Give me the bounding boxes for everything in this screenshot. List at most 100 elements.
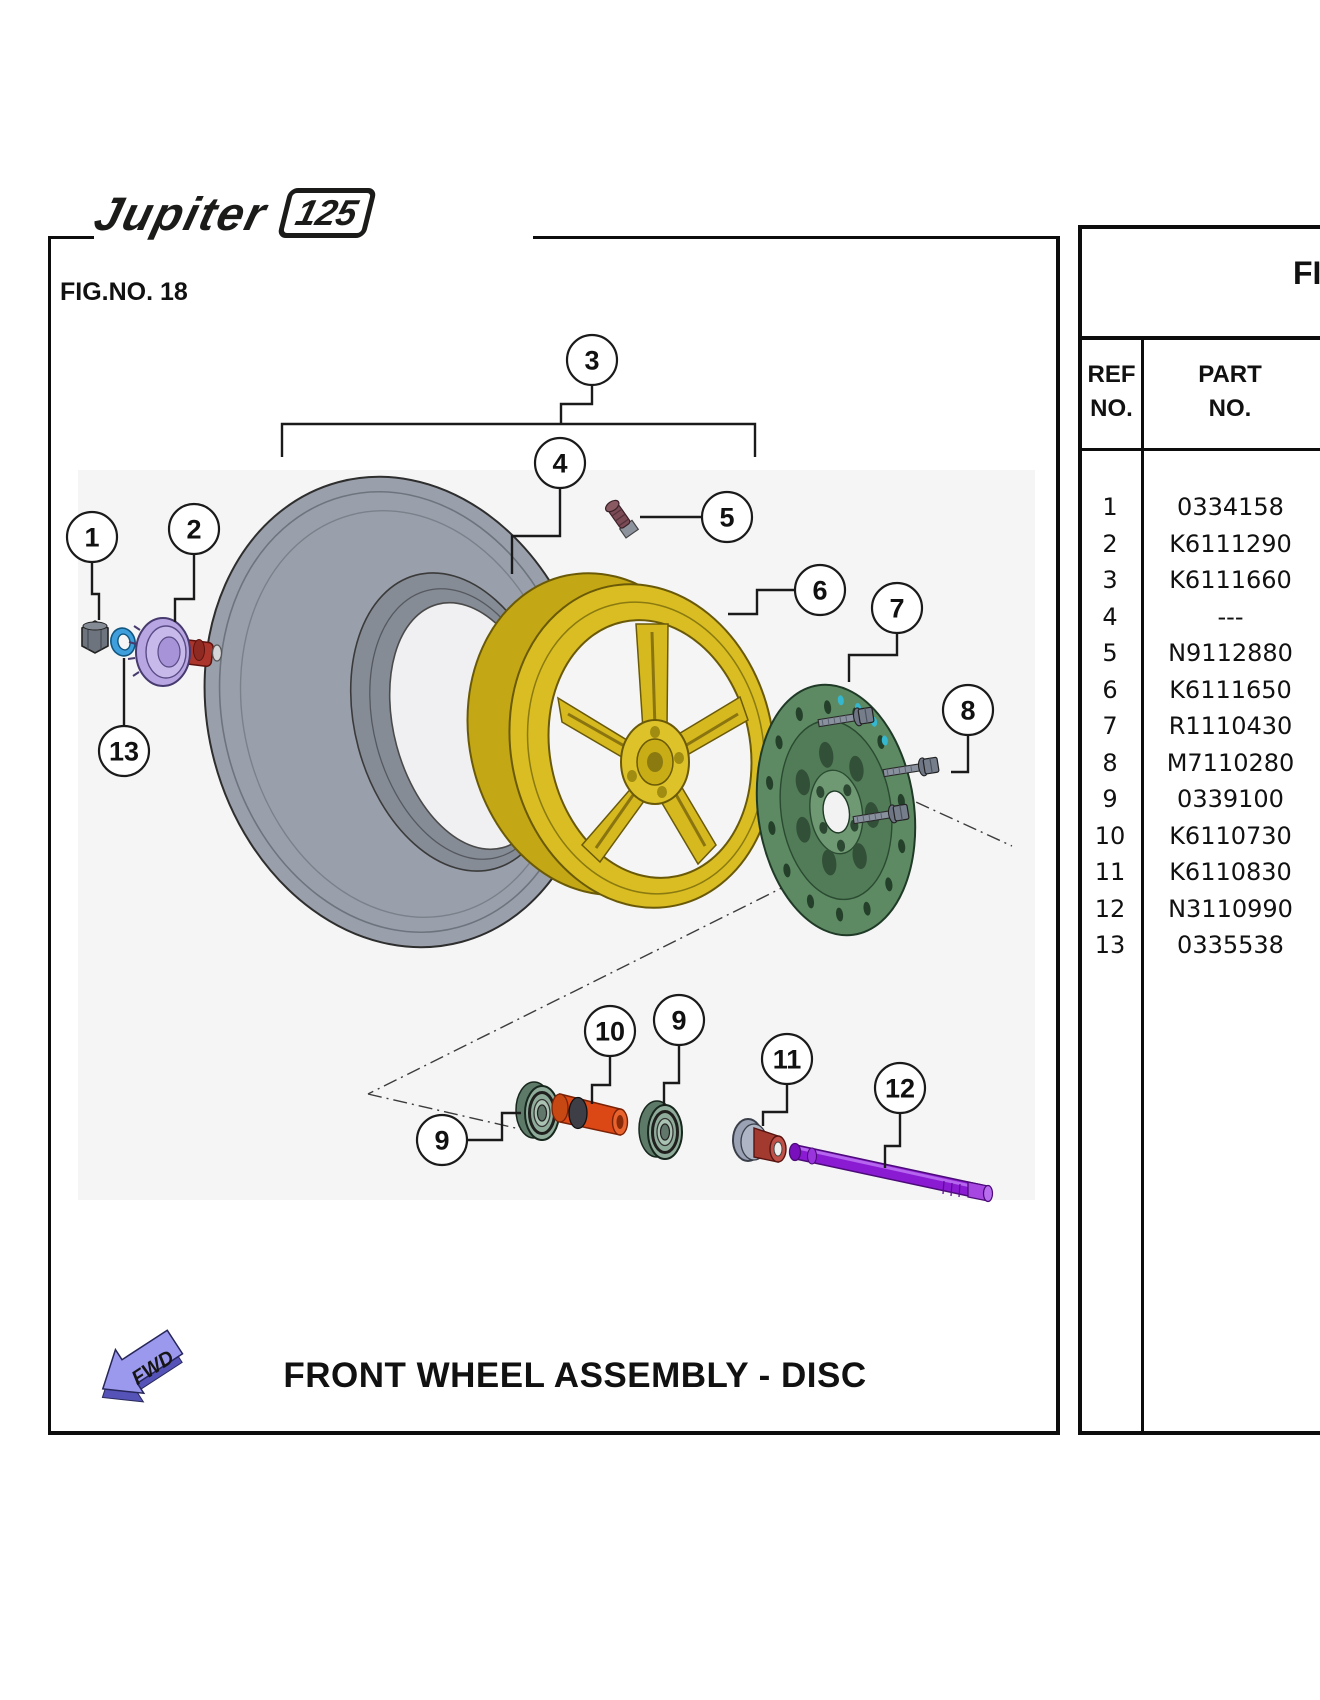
brake-disc-illustration [755, 683, 917, 937]
valve-illustration [604, 499, 640, 539]
callout-label: 5 [719, 503, 734, 533]
table-row: 4 --- [1079, 599, 1320, 636]
ref-no-cell: 5 [1102, 639, 1118, 668]
ref-no-cell: 4 [1102, 602, 1118, 631]
part-no-cell: 0339100 [1177, 785, 1284, 814]
callout-balloon-6: 6 [793, 563, 847, 617]
table-row: 8 M7110280 [1079, 745, 1320, 782]
callout-balloon-3: 3 [565, 333, 619, 387]
table-row: 5 N9112880 [1079, 635, 1320, 672]
parts-table-body: 1 0334158 2 K6111290 3 K6111660 4 --- 5 N9112880 6… [1079, 489, 1320, 964]
callout-label: 9 [434, 1126, 449, 1156]
callout-balloon-10: 10 [583, 1004, 637, 1058]
callout-label: 12 [885, 1074, 915, 1104]
parts-table-title-fragment: FI [1293, 255, 1320, 291]
table-border [1078, 225, 1082, 1435]
table-row: 11 K6110830 [1079, 854, 1320, 891]
table-border [1078, 336, 1320, 340]
table-border [1078, 1431, 1320, 1435]
table-row: 9 0339100 [1079, 781, 1320, 818]
callout-label: 11 [773, 1045, 802, 1075]
part-no-cell: N3110990 [1168, 894, 1293, 923]
part-no-cell: N9112880 [1168, 639, 1293, 668]
ref-no-cell: 13 [1094, 931, 1126, 960]
frame-border [48, 236, 94, 239]
table-border [1078, 448, 1320, 451]
ref-no-cell: 9 [1102, 785, 1118, 814]
bearing-illustration [638, 1100, 683, 1160]
callout-balloon-9: 9 [415, 1113, 469, 1167]
washer-illustration [110, 627, 136, 657]
figure-number-label: FIG.NO. 18 [60, 278, 188, 306]
frame-border [48, 236, 51, 1434]
part-no-cell: --- [1217, 602, 1244, 631]
callout-balloon-7: 7 [870, 581, 924, 635]
axle-nut-illustration [81, 620, 109, 654]
callout-balloon-1: 1 [65, 510, 119, 564]
frame-border [48, 1431, 1060, 1435]
wheel-rim-illustration [466, 572, 776, 909]
fwd-arrow-icon: FWD [101, 1329, 184, 1403]
callout-label: 7 [889, 594, 904, 624]
part-no-cell: K6110730 [1169, 821, 1292, 850]
callout-label: 1 [84, 523, 99, 553]
part-no-cell: K6111290 [1169, 529, 1292, 558]
ref-no-cell: 7 [1102, 712, 1118, 741]
table-row: 1 0334158 [1079, 489, 1320, 526]
disc-bolt-illustration [817, 706, 940, 825]
ref-no-cell: 6 [1102, 675, 1118, 704]
callout-label: 8 [960, 696, 975, 726]
callout-balloon-8: 8 [941, 683, 995, 737]
table-row: 2 K6111290 [1079, 526, 1320, 563]
disc-hub-holes [816, 784, 859, 852]
callout-label: 4 [552, 449, 567, 479]
collar-illustration [732, 1118, 787, 1163]
callout-label: 6 [812, 576, 827, 606]
callout-balloon-2: 2 [167, 502, 221, 556]
callout-balloon-5: 5 [700, 490, 754, 544]
callout-balloon-13: 13 [97, 724, 151, 778]
part-no-header: PART NO. [1198, 361, 1262, 422]
callout-label: 9 [671, 1006, 686, 1036]
part-no-cell: K6111660 [1169, 566, 1292, 595]
table-row: 7 R1110430 [1079, 708, 1320, 745]
bearing-illustration [515, 1081, 560, 1141]
part-no-cell: M7110280 [1166, 748, 1295, 777]
frame-border [1056, 236, 1060, 1434]
ref-no-cell: 8 [1102, 748, 1118, 777]
callout-balloon-9: 9 [652, 993, 706, 1047]
part-no-cell: K6110830 [1169, 858, 1292, 887]
table-row: 6 K6111650 [1079, 672, 1320, 709]
part-no-cell: 0335538 [1177, 931, 1284, 960]
callout-label: 13 [109, 737, 139, 767]
ref-no-cell: 3 [1102, 566, 1118, 595]
part-no-cell: R1110430 [1168, 712, 1293, 741]
speedo-drive-illustration [127, 617, 223, 687]
table-row: 13 0335538 [1079, 927, 1320, 964]
table-row: 12 N3110990 [1079, 891, 1320, 928]
callout-label: 2 [186, 515, 201, 545]
assembly-title: FRONT WHEEL ASSEMBLY - DISC [283, 1356, 867, 1395]
callout-label: 10 [595, 1017, 625, 1047]
part-no-cell: 0334158 [1177, 493, 1284, 522]
table-border [1141, 336, 1144, 1435]
spacer-illustration [551, 1093, 629, 1136]
callout-balloon-12: 12 [873, 1061, 927, 1115]
axle-illustration [788, 1142, 994, 1203]
table-border [1078, 225, 1320, 229]
ref-no-cell: 2 [1102, 529, 1118, 558]
part-no-cell: K6111650 [1169, 675, 1292, 704]
callout-balloon-11: 11 [760, 1032, 814, 1086]
ref-no-header: REF NO. [1087, 361, 1136, 422]
ref-no-cell: 12 [1094, 894, 1126, 923]
callout-label: 3 [584, 346, 599, 376]
table-row: 3 K6111660 [1079, 562, 1320, 599]
frame-border [533, 236, 1060, 239]
ref-no-cell: 1 [1102, 493, 1118, 522]
leader-line [90, 386, 970, 1168]
ref-no-cell: 11 [1094, 858, 1126, 887]
callout-balloon-4: 4 [533, 436, 587, 490]
